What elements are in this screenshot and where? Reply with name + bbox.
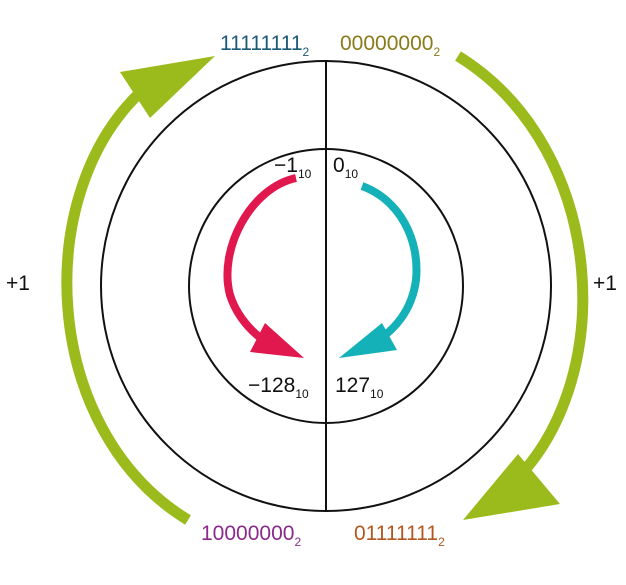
decimal-value: −128 <box>248 374 295 397</box>
inner-right-arrow-head <box>339 323 397 358</box>
base-subscript: 2 <box>438 535 445 549</box>
base-subscript: 10 <box>370 387 384 401</box>
decimal-value: −1 <box>274 154 298 177</box>
increment-label-right: +1 <box>593 272 617 295</box>
binary-value: 01111111 <box>354 522 438 545</box>
decimal-label-minus-128: −12810 <box>248 374 309 401</box>
decimal-value: 127 <box>335 374 370 397</box>
outer-left-arrow-head <box>120 56 215 118</box>
outer-right-arrow-head <box>463 454 560 520</box>
inner-left-arrow-head <box>250 323 304 358</box>
base-subscript: 10 <box>345 167 359 181</box>
binary-value: 00000000 <box>340 32 433 55</box>
inner-left-arrow-shaft <box>223 174 298 349</box>
outer-right-arrow-shaft <box>455 51 589 495</box>
base-subscript: 10 <box>295 387 309 401</box>
inner-right-arrow-shaft <box>360 182 421 346</box>
base-subscript: 2 <box>294 535 301 549</box>
base-subscript: 2 <box>303 45 310 59</box>
decimal-label-zero: 010 <box>333 154 358 181</box>
binary-label-top-right: 000000002 <box>340 32 440 59</box>
decimal-label-127: 12710 <box>335 374 384 401</box>
base-subscript: 2 <box>433 45 440 59</box>
base-subscript: 10 <box>298 167 312 181</box>
binary-label-bottom-right: 011111112 <box>354 522 445 549</box>
binary-value: 11111111 <box>220 32 303 55</box>
binary-label-top-left: 111111112 <box>220 32 310 59</box>
binary-value: 10000000 <box>201 522 294 545</box>
decimal-label-minus-one: −110 <box>274 154 312 181</box>
increment-label-left: +1 <box>6 272 30 295</box>
binary-label-bottom-left: 100000002 <box>201 522 301 549</box>
outer-left-arrow-shaft <box>61 83 191 525</box>
decimal-value: 0 <box>333 154 345 177</box>
